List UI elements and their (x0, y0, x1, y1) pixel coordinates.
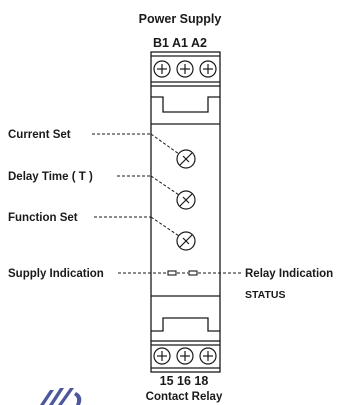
supply-indication-label: Supply Indication (8, 268, 104, 280)
bottom-screw-15 (153, 347, 171, 365)
top-terminal-block (150, 51, 221, 87)
bottom-terminal-block (150, 340, 221, 373)
bottom-screw-16 (176, 347, 194, 365)
delay-time-label: Delay Time ( T ) (8, 171, 93, 183)
function-set-knob (176, 231, 196, 251)
bottom-screw-18 (199, 347, 217, 365)
bottom-terminal-labels: 15 16 18 (160, 374, 209, 388)
brand-logo-icon (40, 388, 82, 405)
current-set-label: Current Set (8, 129, 71, 141)
top-screw-b1 (153, 60, 171, 78)
top-screw-a1 (176, 60, 194, 78)
callout-lines (92, 133, 242, 274)
power-supply-label: Power Supply (139, 12, 222, 26)
supply-led (167, 270, 177, 276)
delay-time-knob (176, 190, 196, 210)
status-label: STATUS (245, 289, 285, 301)
current-set-knob (176, 149, 196, 169)
relay-led (188, 270, 198, 276)
top-terminal-labels: B1 A1 A2 (153, 36, 207, 50)
top-screw-a2 (199, 60, 217, 78)
function-set-label: Function Set (8, 212, 78, 224)
module-body (150, 86, 221, 341)
contact-relay-label: Contact Relay (146, 391, 223, 403)
relay-indication-label: Relay Indication (245, 268, 333, 280)
